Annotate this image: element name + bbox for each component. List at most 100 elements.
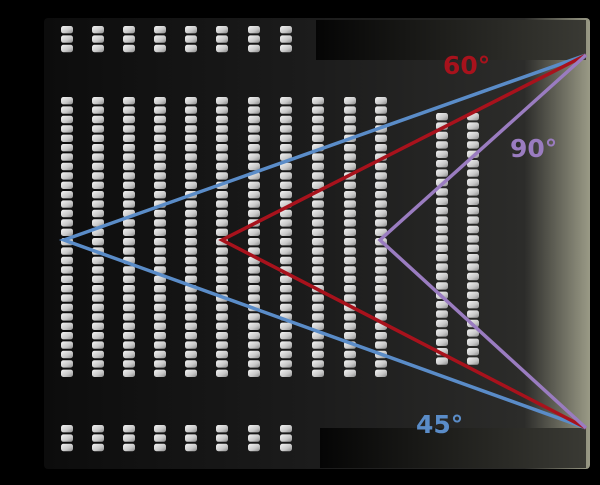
- seat: [248, 134, 260, 142]
- seat: [216, 369, 228, 377]
- seat: [123, 115, 135, 124]
- seat: [344, 256, 356, 265]
- seat: [280, 125, 292, 133]
- seat: [344, 153, 356, 161]
- seat: [344, 369, 356, 377]
- seat: [216, 44, 228, 53]
- seat: [185, 332, 197, 340]
- seat: [123, 303, 135, 312]
- seat: [344, 162, 356, 171]
- seat: [92, 256, 104, 265]
- seat: [467, 357, 479, 365]
- seat: [61, 106, 73, 114]
- seat: [123, 125, 135, 133]
- seat: [312, 172, 324, 180]
- seat: [280, 97, 292, 105]
- seat: [154, 238, 166, 246]
- seat: [61, 35, 73, 43]
- seat: [375, 332, 387, 340]
- seat: [154, 209, 166, 218]
- seat: [154, 332, 166, 340]
- seat: [185, 153, 197, 161]
- angle-label-60: 60°: [443, 51, 491, 80]
- seat: [92, 294, 104, 302]
- seat: [123, 294, 135, 302]
- seat: [375, 285, 387, 293]
- seat: [436, 150, 448, 158]
- seat: [185, 144, 197, 152]
- seat: [123, 200, 135, 208]
- seat: [344, 247, 356, 255]
- seat: [280, 26, 292, 34]
- seat: [185, 219, 197, 227]
- seat: [123, 238, 135, 246]
- seat: [344, 125, 356, 133]
- seat: [216, 35, 228, 43]
- seat: [280, 341, 292, 349]
- seat: [248, 200, 260, 208]
- seat: [185, 200, 197, 208]
- seat: [216, 303, 228, 312]
- seat: [154, 256, 166, 265]
- seat: [185, 209, 197, 218]
- seat: [312, 162, 324, 171]
- seat: [248, 322, 260, 330]
- seat: [248, 153, 260, 161]
- seat: [61, 181, 73, 189]
- seat: [216, 144, 228, 152]
- seat: [185, 313, 197, 321]
- seat: [216, 153, 228, 161]
- seat: [123, 153, 135, 161]
- seat: [61, 313, 73, 321]
- seat: [154, 228, 166, 236]
- seat: [344, 115, 356, 124]
- seat: [61, 332, 73, 340]
- seat: [436, 357, 448, 365]
- seat: [123, 181, 135, 189]
- seat: [436, 141, 448, 149]
- seat: [123, 369, 135, 377]
- seat: [61, 200, 73, 208]
- seat: [92, 172, 104, 180]
- seat: [185, 228, 197, 236]
- seat: [216, 106, 228, 114]
- seat: [344, 275, 356, 283]
- seat: [436, 131, 448, 140]
- seat: [185, 425, 197, 433]
- seat: [123, 228, 135, 236]
- seat: [61, 322, 73, 330]
- seat: [154, 144, 166, 152]
- seat: [467, 235, 479, 243]
- seat: [467, 141, 479, 149]
- seat: [467, 169, 479, 177]
- seat: [216, 162, 228, 171]
- seat: [312, 369, 324, 377]
- seat: [61, 266, 73, 274]
- seat: [216, 443, 228, 452]
- seat: [61, 209, 73, 218]
- seat: [375, 162, 387, 171]
- seat: [216, 256, 228, 265]
- seat: [248, 181, 260, 189]
- seat: [216, 125, 228, 133]
- seat: [61, 153, 73, 161]
- seat: [375, 256, 387, 265]
- seat: [248, 247, 260, 255]
- seat: [92, 97, 104, 105]
- seat: [248, 26, 260, 34]
- seat: [375, 191, 387, 199]
- seat: [436, 207, 448, 215]
- seat: [375, 115, 387, 124]
- seat: [61, 434, 73, 442]
- seat: [467, 301, 479, 309]
- seat: [123, 360, 135, 368]
- seat: [216, 266, 228, 274]
- seat: [61, 191, 73, 199]
- seat: [312, 313, 324, 321]
- seat: [92, 425, 104, 433]
- seat: [436, 160, 448, 168]
- seat: [123, 266, 135, 274]
- seat: [280, 434, 292, 442]
- seat: [248, 313, 260, 321]
- seat: [248, 238, 260, 246]
